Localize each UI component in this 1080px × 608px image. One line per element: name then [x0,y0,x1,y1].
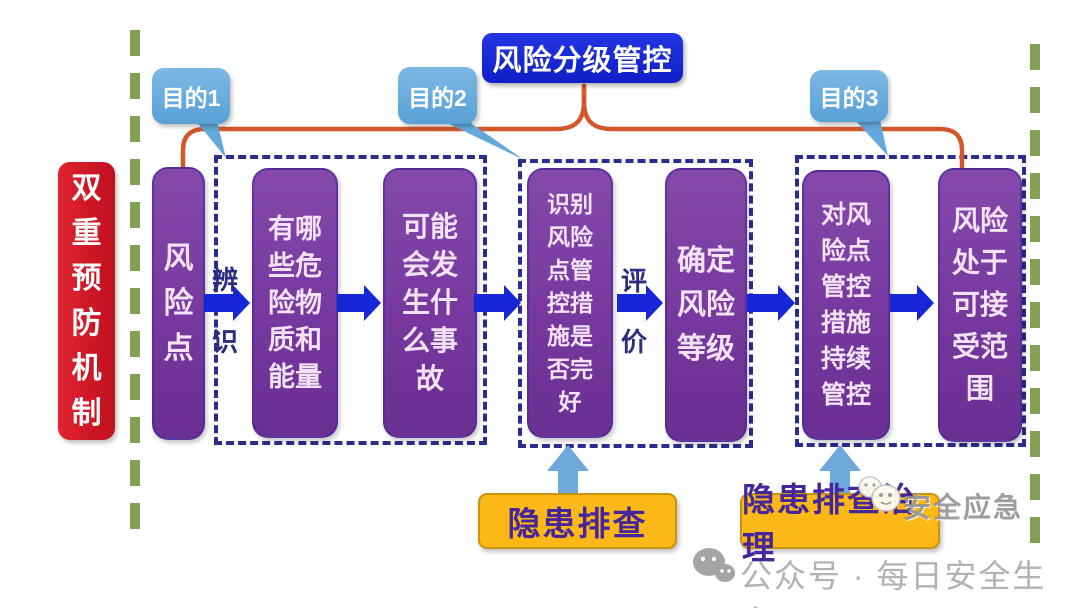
identify-step-label-top: 辨 [211,265,238,295]
hazard-inspection-treatment-box: 隐患排查治理 [740,481,940,566]
flow-box-label: 风险点 [163,242,194,365]
callout-label: 目的3 [819,85,879,111]
callout-label: 目的2 [408,84,467,111]
double-prevention-banner: 双重预防机制 [58,162,115,440]
title-label: 风险分级管控 [492,45,673,77]
risk-grading-title-box: 风险分级管控 [482,33,683,83]
right-guide-dashed-line [1030,44,1040,560]
evaluate-step-label-bottom: 价 [620,327,647,357]
flow-box-label: 识别风险点管控措施是否完好 [547,190,593,415]
flow-box-check-measures: 识别风险点管控措施是否完好 [527,168,613,438]
flow-box-hazard-sources: 有哪些危险物质和能量 [252,168,338,438]
callout-1-tail [196,121,226,158]
callout-goal-2: 目的2 [398,67,477,124]
flow-box-risk-point: 风险点 [152,167,205,440]
watermark-footer-text: 公众号 · 每日安全生产 [740,558,1047,608]
flow-arrow-5 [747,285,795,321]
callout-3-tail [855,120,888,156]
flow-box-label: 确定风险等级 [676,245,735,365]
banner-label: 双重预防机制 [71,172,102,430]
flow-box-label: 对风险点管控措施持续管控 [820,201,871,409]
gold-box-label: 隐患排查 [507,505,648,542]
callout-label: 目的1 [161,85,221,111]
flow-box-label: 可能会发生什么事故 [401,211,458,394]
flow-box-possible-accidents: 可能会发生什么事故 [383,168,477,438]
flow-box-acceptable-range: 风险处于可接受范围 [938,168,1022,442]
callout-goal-3: 目的3 [810,70,888,122]
flow-box-label: 有哪些危险物质和能量 [268,213,322,392]
watermark-badge-text: 安全应急 [903,492,1024,523]
left-guide-dashed-line [130,30,140,535]
flow-box-continuous-control: 对风险点管控措施持续管控 [802,170,890,440]
flow-box-risk-level: 确定风险等级 [665,168,747,442]
callout-goal-1: 目的1 [152,68,230,124]
up-arrow-inspection [547,445,589,495]
flow-box-label: 风险处于可接受范围 [951,205,1008,404]
hazard-inspection-box: 隐患排查 [478,493,677,549]
wechat-icon [693,548,735,582]
identify-step-label-bottom: 识 [211,327,238,357]
evaluate-step-label-top: 评 [620,266,647,296]
